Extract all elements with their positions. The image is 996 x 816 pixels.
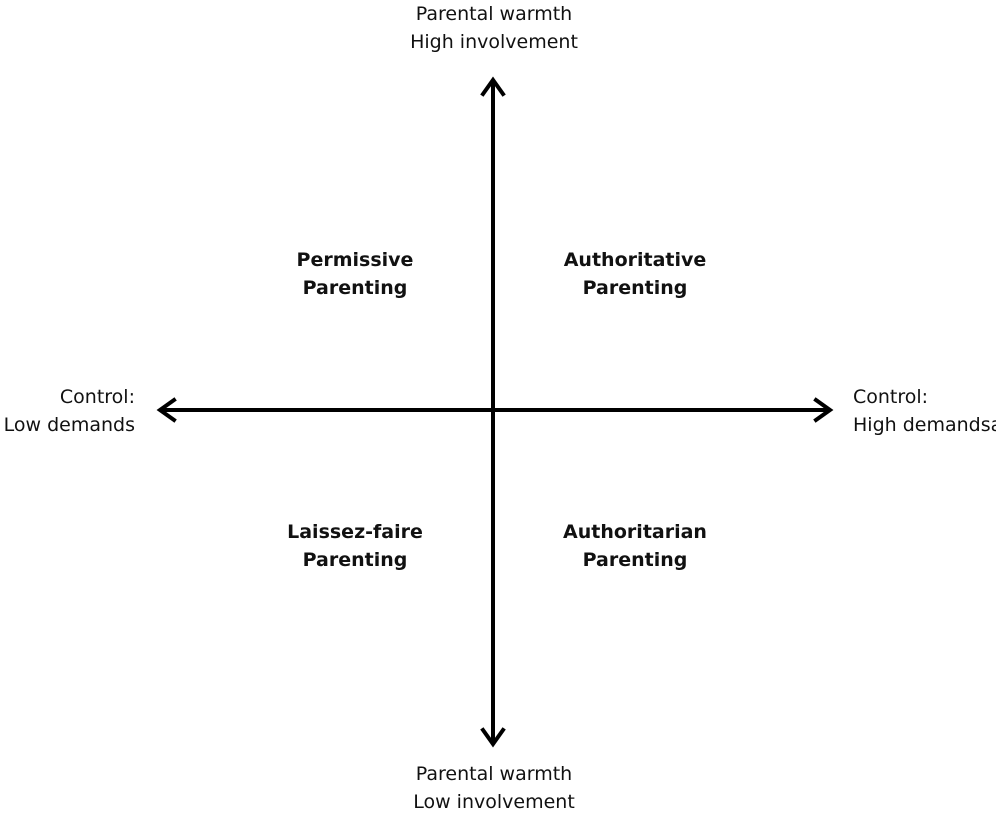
bottom-axis-label: Parental warmth Low involvement <box>413 760 575 816</box>
left-axis-line2: Low demands <box>3 414 135 436</box>
quadrant-authoritative: Authoritative Parenting <box>564 246 707 302</box>
right-axis-label: Control: High demandsa <box>853 383 996 439</box>
quadrant-laissez-faire: Laissez-faire Parenting <box>287 518 423 574</box>
top-axis-line2: High involvement <box>410 31 578 53</box>
quadrant-title: Authoritative <box>563 249 707 271</box>
arrow-right-icon <box>813 397 834 423</box>
quadrant-subtitle: Parenting <box>302 549 408 571</box>
top-axis-line1: Parental warmth <box>415 3 573 25</box>
quadrant-subtitle: Parenting <box>582 549 688 571</box>
quadrant-authoritarian: Authoritarian Parenting <box>563 518 707 574</box>
right-axis-line1: Control: <box>853 386 929 408</box>
bottom-axis-line1: Parental warmth <box>415 763 573 785</box>
arrow-left-icon <box>156 397 177 423</box>
right-axis-line2: High demandsa <box>853 414 996 436</box>
left-axis-line1: Control: <box>59 386 135 408</box>
quadrant-title: Permissive <box>296 249 414 271</box>
quadrant-title: Laissez-faire <box>287 521 423 543</box>
quadrant-subtitle: Parenting <box>302 277 408 299</box>
bottom-axis-line2: Low involvement <box>413 791 575 813</box>
quadrant-title: Authoritarian <box>563 521 707 543</box>
arrow-up-icon <box>480 76 506 97</box>
left-axis-label: Control: Low demands <box>4 383 135 439</box>
arrow-down-icon <box>480 727 506 748</box>
quadrant-permissive: Permissive Parenting <box>297 246 414 302</box>
quadrant-subtitle: Parenting <box>582 277 688 299</box>
top-axis-label: Parental warmth High involvement <box>410 0 578 56</box>
